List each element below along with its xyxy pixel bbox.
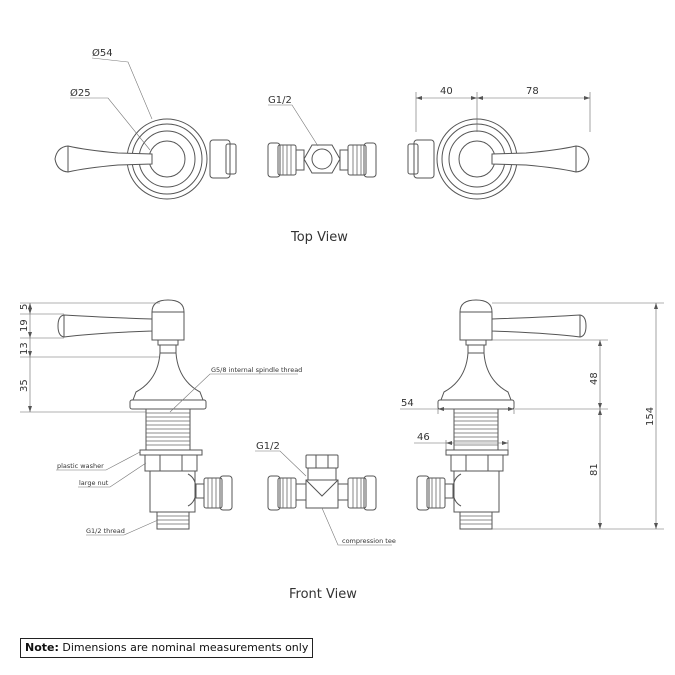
callout-spindle: G5/8 internal spindle thread <box>211 366 302 374</box>
dim-35: 35 <box>19 379 30 392</box>
front-left-tap <box>57 299 233 530</box>
dim-78: 78 <box>526 86 539 97</box>
dim-54: 54 <box>401 398 414 409</box>
dia54-leader <box>91 57 153 120</box>
callout-thread: G1/2 thread <box>86 527 125 535</box>
dim-154: 154 <box>645 407 656 426</box>
right-threads <box>454 412 498 446</box>
front-right-vertical-dims <box>492 302 664 530</box>
top-view-title: Top View <box>290 230 348 245</box>
note-box: Note: Dimensions are nominal measurement… <box>20 638 314 658</box>
dim-46: 46 <box>417 432 430 443</box>
front-right-horizontal-dims <box>400 404 515 450</box>
top-g12-label: G1/2 <box>268 95 292 106</box>
tee-leader <box>321 507 392 546</box>
spindle-leader <box>169 373 298 413</box>
note-text: Dimensions are nominal measurements only <box>58 641 309 654</box>
nut-leader <box>78 462 147 488</box>
dia54-label: Ø54 <box>92 47 113 59</box>
callout-nut: large nut <box>79 479 109 487</box>
top-view-right-tap <box>407 118 590 200</box>
dia25-leader <box>70 97 151 151</box>
front-tee <box>267 454 377 511</box>
front-g12-label: G1/2 <box>256 441 280 452</box>
left-threads <box>146 412 190 446</box>
dim-5: 5 <box>19 304 30 310</box>
dim-48: 48 <box>589 372 600 385</box>
dia25-label: Ø25 <box>70 87 91 99</box>
top-view-tee <box>267 142 377 178</box>
front-right-tap <box>416 299 587 530</box>
top-view-left-tap <box>54 118 237 200</box>
dim-13: 13 <box>19 342 30 355</box>
dim-40: 40 <box>440 86 453 97</box>
top-dim-40-78 <box>415 92 591 132</box>
dim-81: 81 <box>589 463 600 476</box>
thread-leader <box>86 519 159 536</box>
front-g12-leader <box>255 450 307 477</box>
dim-19: 19 <box>19 319 30 332</box>
washer-leader <box>56 451 141 471</box>
top-g12-leader <box>268 104 319 147</box>
callout-tee: compression tee <box>342 537 396 545</box>
front-left-vertical-dims <box>20 302 160 413</box>
callout-washer: plastic washer <box>57 462 104 470</box>
front-view-title: Front View <box>289 587 357 602</box>
note-bold: Note: <box>25 641 59 654</box>
